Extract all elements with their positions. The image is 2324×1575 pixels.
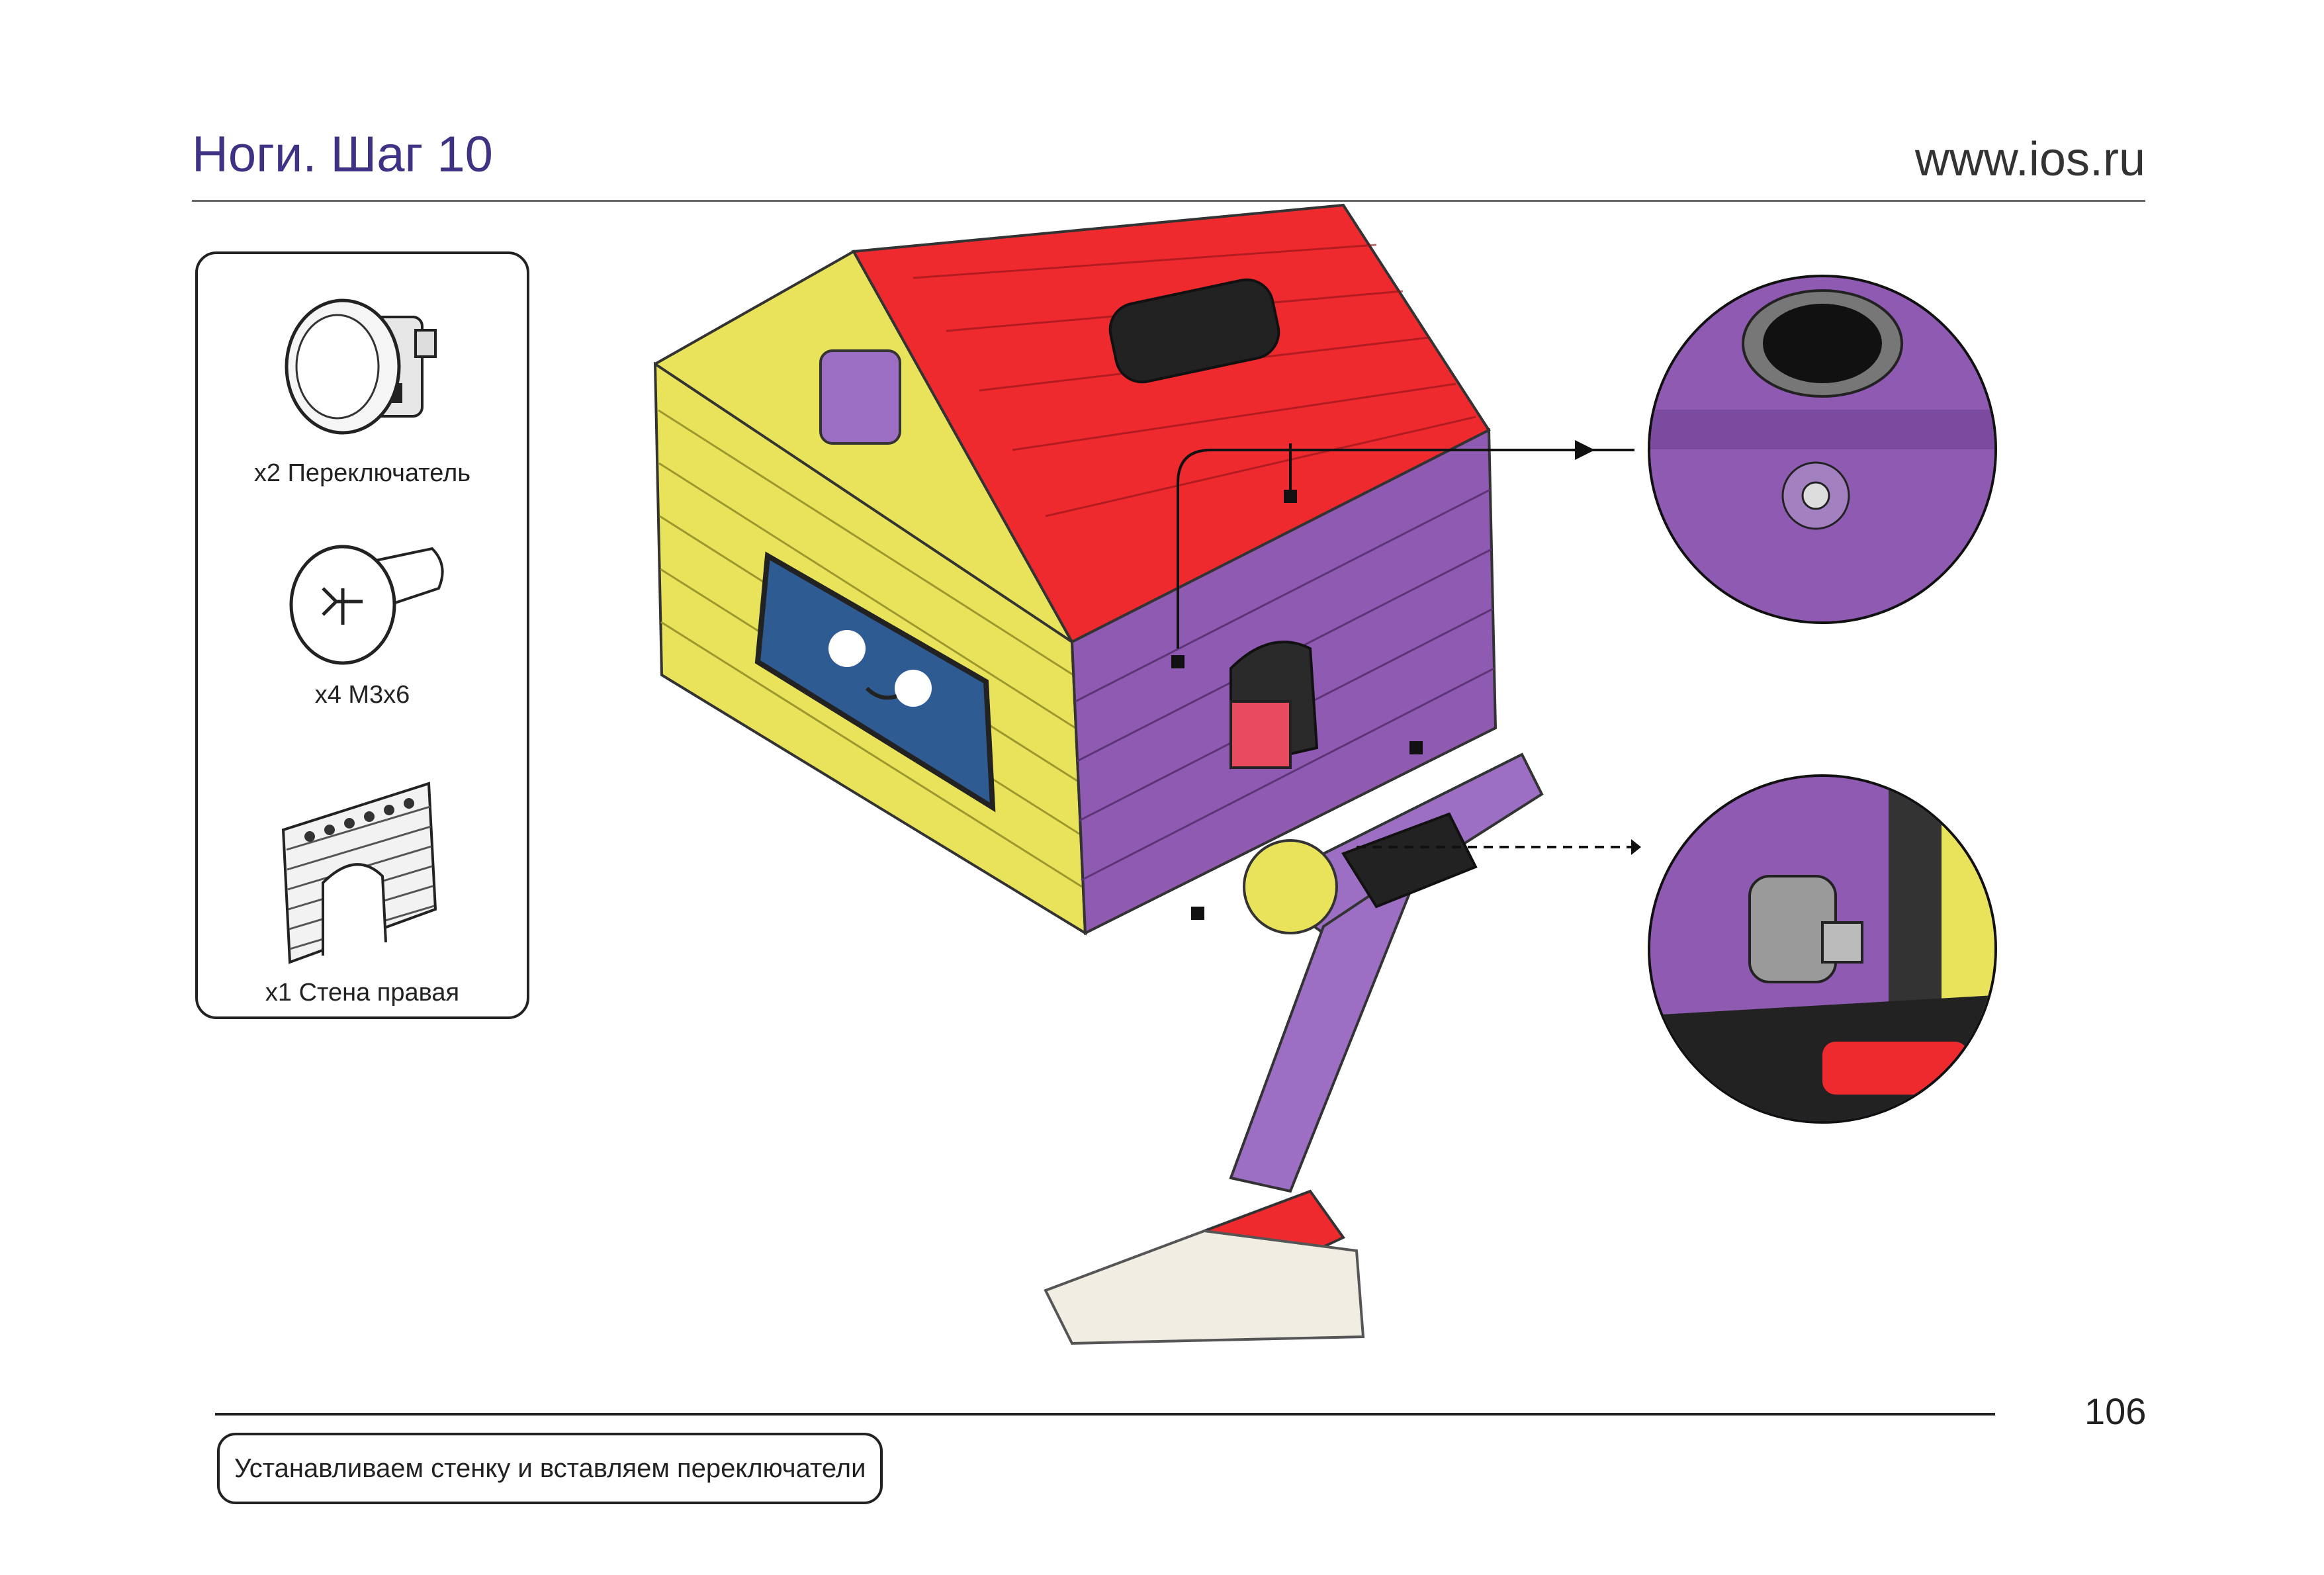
camera-module [819, 349, 901, 445]
face-screen [754, 551, 996, 813]
switch-icon [285, 298, 437, 435]
foot-base [1044, 1229, 1365, 1345]
leg-servo [1341, 812, 1478, 909]
page-title: Ноги. Шаг 10 [192, 126, 493, 183]
step-caption: Устанавливаем стенку и вставляем переклю… [217, 1433, 883, 1504]
screw-icon [289, 545, 444, 665]
mouth [865, 686, 897, 700]
part-wall: x1 Стена правая [198, 757, 527, 1007]
servo-motor [1229, 700, 1292, 769]
header-divider [192, 200, 2145, 202]
switch-hole-detail [1650, 277, 1994, 621]
footer-divider [215, 1413, 1995, 1416]
robot-house-illustration [653, 203, 1641, 1345]
eye-right [895, 670, 932, 707]
part-label: x2 Переключатель [253, 459, 471, 487]
part-label: x1 Стена правая [265, 979, 460, 1007]
leader-line-top [1177, 449, 1634, 649]
parts-panel: x2 Переключатель x4 M3x6 [195, 251, 529, 1019]
part-switch: x2 Переключатель [198, 284, 527, 488]
switch-mount-detail [1650, 777, 1994, 1121]
speaker [1108, 278, 1280, 384]
eye-left [828, 630, 866, 667]
site-url[interactable]: www.ios.ru [1914, 133, 2145, 186]
wall-panel-icon [281, 782, 437, 964]
page-number: 106 [2084, 1390, 2147, 1432]
detail-callout-bottom [1648, 774, 1997, 1124]
part-label: x4 M3x6 [314, 681, 410, 709]
detail-callout-top [1648, 275, 1997, 624]
knee-joint [1243, 839, 1338, 934]
part-screw: x4 M3x6 [198, 525, 527, 709]
